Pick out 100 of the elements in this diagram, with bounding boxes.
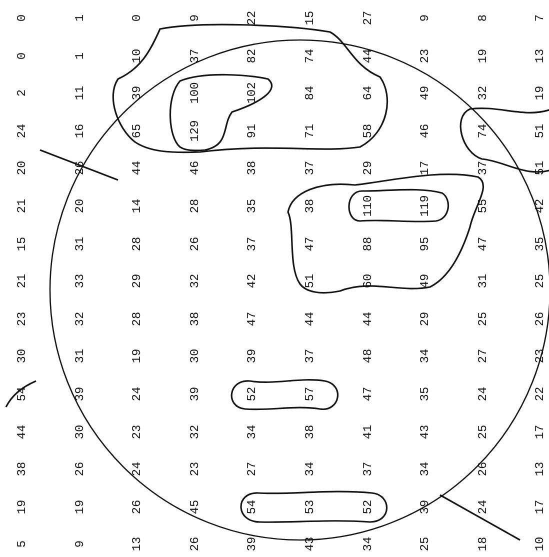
grid-value: 16 bbox=[74, 124, 86, 138]
grid-value: 24 bbox=[131, 386, 144, 402]
grid-value: 64 bbox=[362, 86, 374, 100]
grid-value: 18 bbox=[476, 537, 489, 552]
grid-value: 19 bbox=[131, 349, 144, 364]
grid-value: 22 bbox=[246, 10, 258, 26]
grid-value: 52 bbox=[362, 500, 374, 514]
grid-value: 54 bbox=[246, 500, 258, 514]
grid-value: 26 bbox=[188, 236, 201, 251]
grid-value: 15 bbox=[16, 236, 28, 251]
grid-value: 1 bbox=[74, 14, 86, 22]
grid-value: 47 bbox=[304, 236, 316, 251]
grid-value: 9 bbox=[188, 14, 201, 22]
grid-value: 129 bbox=[188, 120, 201, 142]
grid-value: 34 bbox=[304, 462, 316, 476]
grid-value: 43 bbox=[419, 424, 432, 439]
grid-value: 47 bbox=[246, 312, 258, 326]
grid-value: 39 bbox=[246, 537, 258, 552]
grid-value: 19 bbox=[74, 500, 86, 514]
grid-value: 42 bbox=[246, 274, 258, 288]
grid-value: 13 bbox=[534, 48, 546, 63]
grid-value: 74 bbox=[304, 48, 316, 63]
grid-value: 44 bbox=[16, 424, 28, 439]
grid-value: 14 bbox=[131, 198, 144, 214]
grid-value: 7 bbox=[534, 14, 546, 22]
grid-value: 37 bbox=[362, 462, 374, 476]
grid-value: 38 bbox=[188, 312, 201, 326]
grid-value: 0 bbox=[16, 14, 28, 22]
grid-value: 13 bbox=[131, 537, 144, 552]
grid-value: 35 bbox=[246, 198, 258, 214]
grid-value: 37 bbox=[246, 236, 258, 251]
grid-value: 28 bbox=[188, 198, 201, 214]
grid-value: 37 bbox=[304, 161, 316, 176]
grid-value: 23 bbox=[131, 424, 144, 439]
grid-value: 23 bbox=[16, 312, 28, 326]
grid-value: 65 bbox=[131, 124, 144, 138]
grid-value: 38 bbox=[304, 198, 316, 214]
grid-value: 30 bbox=[16, 349, 28, 364]
grid-value: 28 bbox=[131, 312, 144, 326]
grid-value: 29 bbox=[362, 161, 374, 176]
grid-value: 37 bbox=[476, 161, 489, 176]
grid-value: 17 bbox=[534, 500, 546, 514]
grid-value: 21 bbox=[16, 198, 28, 214]
grid-value: 23 bbox=[188, 462, 201, 476]
grid-value: 0 bbox=[131, 14, 144, 22]
grid-value: 11 bbox=[74, 86, 86, 100]
grid-value: 17 bbox=[534, 424, 546, 439]
grid-value: 23 bbox=[419, 48, 432, 63]
grid-value: 39 bbox=[188, 386, 201, 402]
grid-value: 24 bbox=[131, 462, 144, 476]
grid-value: 34 bbox=[246, 424, 258, 439]
grid-value: 15 bbox=[304, 10, 316, 26]
grid-value: 51 bbox=[304, 274, 316, 288]
grid-value: 19 bbox=[16, 500, 28, 514]
grid-value: 20 bbox=[74, 198, 86, 214]
grid-value: 24 bbox=[476, 386, 489, 402]
grid-value: 24 bbox=[16, 124, 28, 138]
grid-value: 39 bbox=[74, 386, 86, 402]
grid-value: 49 bbox=[419, 86, 432, 100]
grid-value: 5 bbox=[16, 540, 28, 548]
grid-value: 88 bbox=[362, 236, 374, 251]
grid-value: 25 bbox=[534, 274, 546, 288]
grid-value: 10 bbox=[534, 537, 546, 552]
grid-value: 53 bbox=[304, 500, 316, 514]
grid-value: 51 bbox=[534, 124, 546, 138]
grid-value: 32 bbox=[188, 274, 201, 288]
grid-value: 9 bbox=[74, 540, 86, 548]
grid-value: 44 bbox=[131, 161, 144, 176]
grid-value: 10 bbox=[131, 48, 144, 63]
grid-value: 58 bbox=[362, 124, 374, 138]
grid-value: 30 bbox=[74, 424, 86, 439]
grid-value: 26 bbox=[188, 537, 201, 552]
grid-value: 57 bbox=[304, 386, 316, 402]
grid-value: 119 bbox=[419, 195, 432, 217]
grid-value: 30 bbox=[188, 349, 201, 364]
grid-value: 39 bbox=[131, 86, 144, 100]
grid-value: 27 bbox=[476, 349, 489, 364]
grid-value: 34 bbox=[419, 349, 432, 364]
grid-value: 19 bbox=[476, 48, 489, 63]
grid-value: 41 bbox=[362, 424, 374, 439]
grid-value: 20 bbox=[16, 161, 28, 176]
grid-value: 71 bbox=[304, 124, 316, 138]
grid-value: 26 bbox=[534, 312, 546, 326]
grid-value: 31 bbox=[476, 274, 489, 288]
grid-value: 102 bbox=[246, 82, 258, 104]
grid-value: 100 bbox=[188, 82, 201, 104]
grid-value: 35 bbox=[534, 236, 546, 251]
grid-value: 44 bbox=[362, 48, 374, 63]
grid-value: 47 bbox=[476, 236, 489, 251]
grid-value: 46 bbox=[188, 161, 201, 176]
grid-value: 17 bbox=[419, 161, 432, 176]
grid-value: 38 bbox=[246, 161, 258, 176]
grid-value: 37 bbox=[188, 48, 201, 63]
grid-value: 34 bbox=[419, 462, 432, 476]
grid-value: 13 bbox=[534, 462, 546, 476]
grid-value: 27 bbox=[246, 462, 258, 476]
grid-value: 84 bbox=[304, 86, 316, 100]
grid-value: 48 bbox=[362, 349, 374, 364]
grid-value: 25 bbox=[476, 312, 489, 326]
grid-value: 28 bbox=[131, 236, 144, 251]
